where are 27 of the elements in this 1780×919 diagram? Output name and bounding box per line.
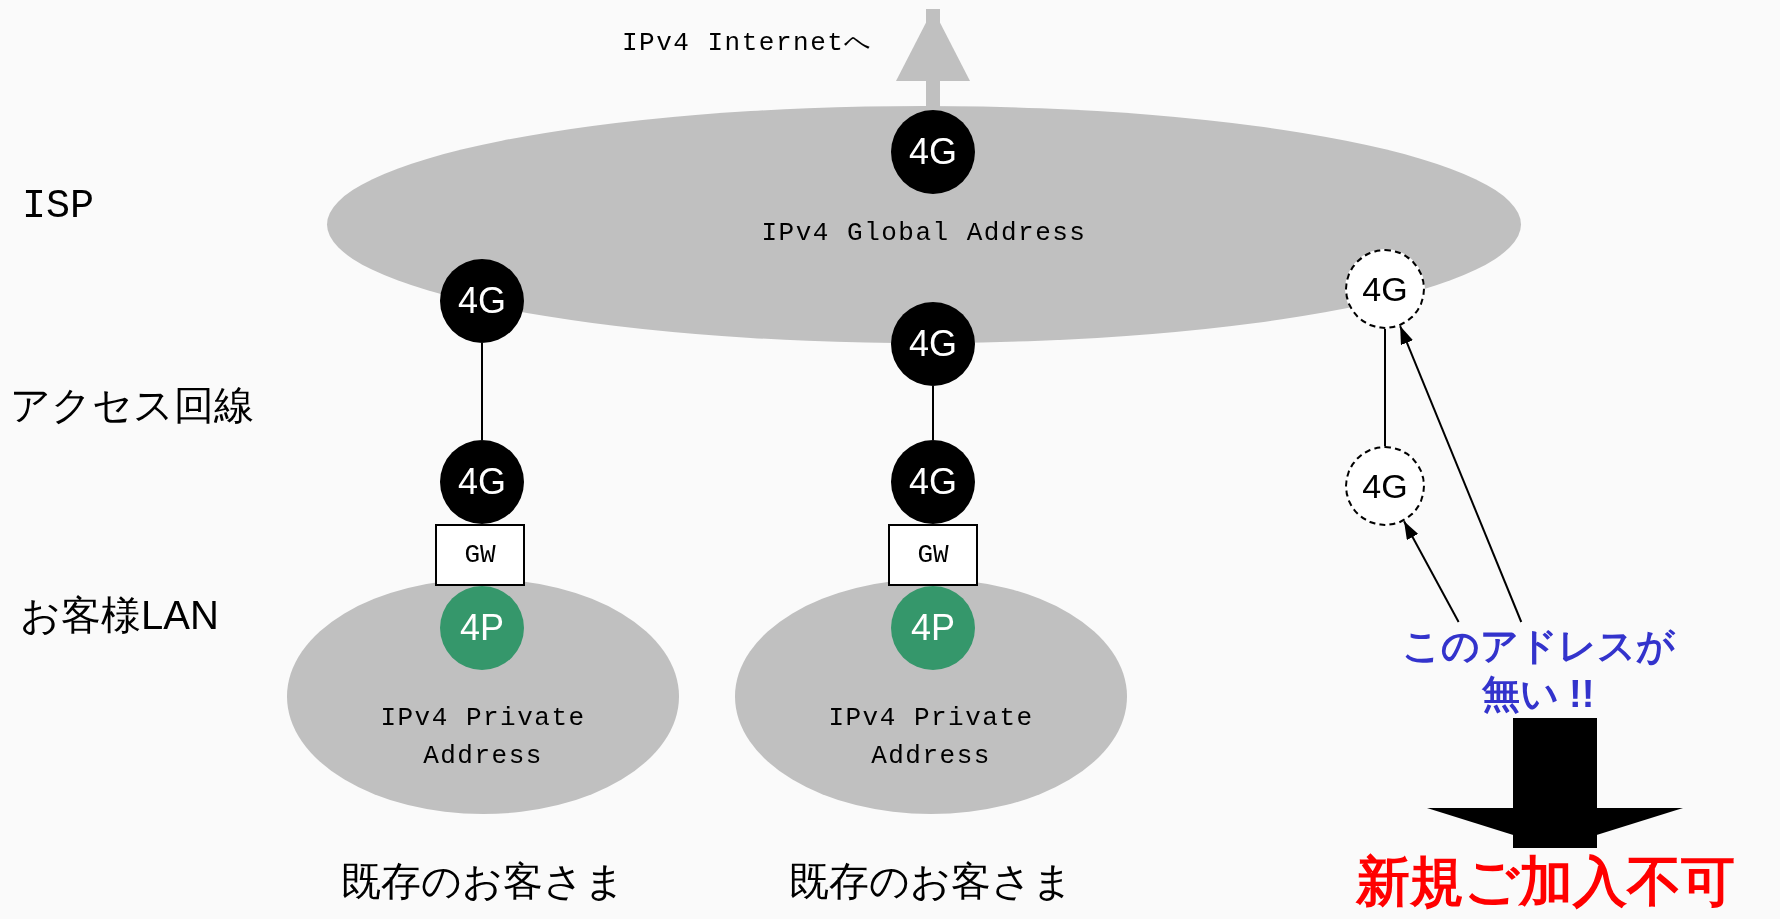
address-circle: 4G <box>440 259 524 343</box>
arrow <box>1427 718 1683 848</box>
connector-line <box>932 385 934 441</box>
customer-caption: 既存のお客さま <box>788 858 1074 905</box>
address-circle: 4G <box>1345 249 1425 329</box>
layer-label: ISP <box>22 184 94 229</box>
gateway-box: GW <box>888 524 978 586</box>
address-circle: 4G <box>891 302 975 386</box>
address-circle: 4G <box>891 110 975 194</box>
address-circle: 4G <box>891 440 975 524</box>
arrow <box>1403 520 1460 623</box>
connector-line <box>481 342 483 441</box>
address-circle: 4G <box>1345 446 1425 526</box>
layer-label: お客様LAN <box>20 592 219 639</box>
connector-line <box>1384 328 1386 447</box>
arrow <box>1399 325 1523 623</box>
callout-text: このアドレスが無い !! <box>1393 622 1683 718</box>
address-circle: 4G <box>440 440 524 524</box>
layer-label: アクセス回線 <box>10 382 254 429</box>
address-label: IPv4 Private Address <box>827 702 1035 773</box>
customer-caption: 既存のお客さま <box>340 858 626 905</box>
address-circle: 4P <box>891 586 975 670</box>
warning-text: 新規ご加入不可 <box>1310 848 1780 914</box>
address-label: IPv4 Private Address <box>379 702 587 773</box>
address-label: IPv4 Global Address <box>760 217 1088 250</box>
address-circle: 4P <box>440 586 524 670</box>
gateway-box: GW <box>435 524 525 586</box>
